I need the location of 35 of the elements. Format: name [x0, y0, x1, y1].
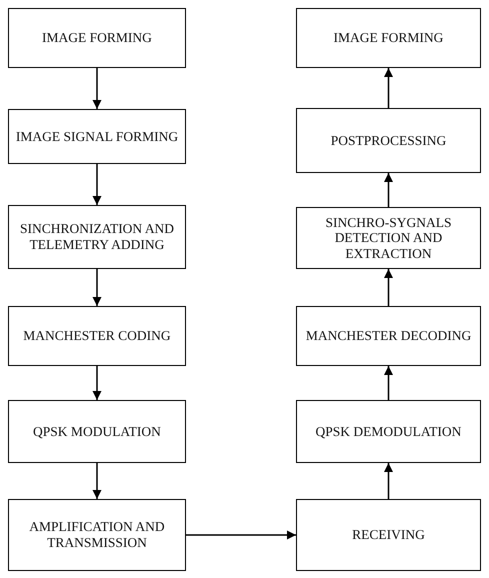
- box-label: RECEIVING: [352, 527, 425, 543]
- arrow: [384, 68, 393, 108]
- process-box: [296, 306, 481, 366]
- process-box: [296, 499, 481, 571]
- box-label: IMAGE SIGNAL FORMING: [16, 128, 178, 144]
- box-label: IMAGE FORMING: [42, 30, 152, 46]
- process-box: [8, 8, 186, 68]
- box-label: SINCHRO-SYGNALS DETECTION AND EXTRACTION: [324, 214, 452, 262]
- box-label: AMPLIFICATION AND TRANSMISSION: [28, 519, 166, 551]
- arrow: [92, 164, 102, 205]
- box-label: MANCHESTER DECODING: [306, 328, 472, 344]
- process-box: [296, 207, 481, 269]
- process-box: [8, 205, 186, 269]
- arrow: [384, 173, 393, 207]
- arrow: [92, 463, 102, 499]
- box-label: QPSK MODULATION: [33, 424, 161, 440]
- arrow: [384, 269, 393, 306]
- process-box: [296, 8, 481, 68]
- arrow: [92, 269, 102, 306]
- box-label: SINCHRONIZATION AND TELEMETRY ADDING: [18, 221, 176, 253]
- process-box: [8, 499, 186, 571]
- process-box: [296, 400, 481, 463]
- process-box: [8, 400, 186, 463]
- arrow: [186, 530, 296, 540]
- arrow: [92, 68, 102, 109]
- box-label: MANCHESTER CODING: [23, 328, 171, 344]
- box-label: POSTPROCESSING: [330, 132, 446, 148]
- box-label: IMAGE FORMING: [334, 30, 444, 46]
- process-box: [8, 306, 186, 366]
- process-box: [296, 108, 481, 173]
- arrow: [384, 366, 393, 400]
- process-box: [8, 109, 186, 164]
- arrow: [384, 463, 393, 499]
- arrow: [92, 366, 102, 400]
- box-label: QPSK DEMODULATION: [316, 424, 462, 440]
